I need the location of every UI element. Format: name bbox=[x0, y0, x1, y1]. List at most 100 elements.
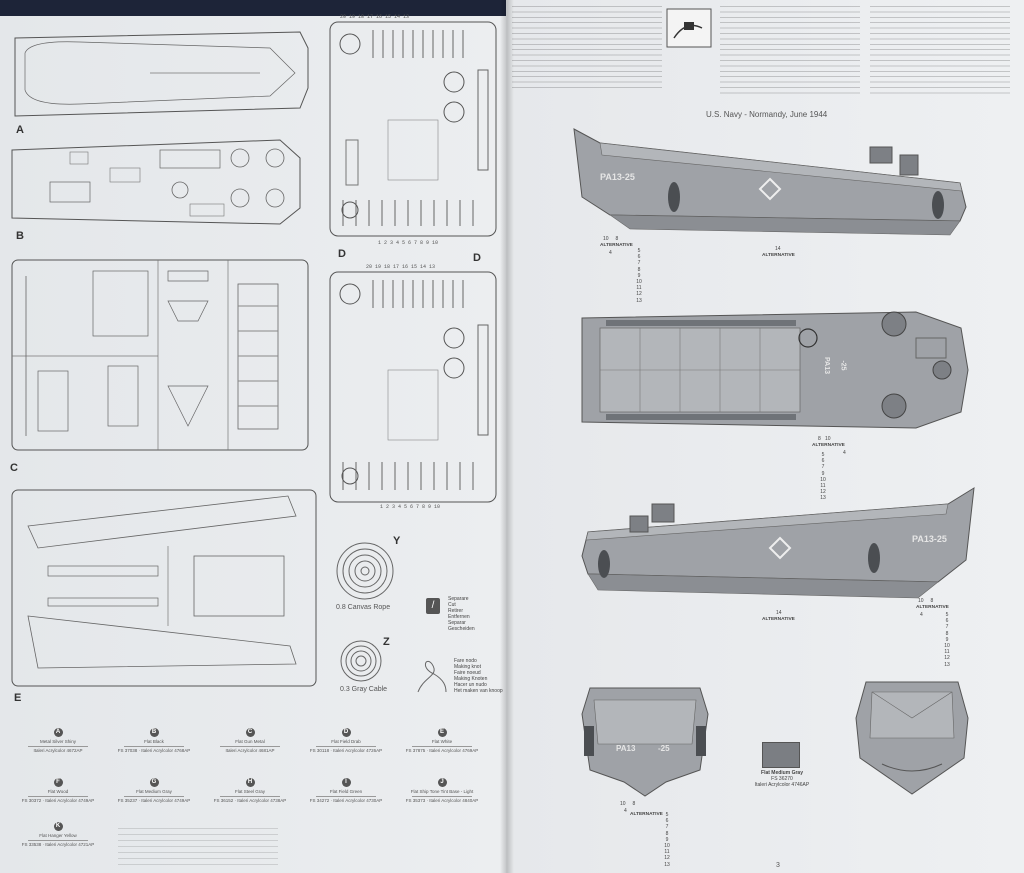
alt-label-side1-center: ALTERNATIVE bbox=[762, 253, 795, 258]
boat-front-view bbox=[581, 687, 709, 797]
n: 6 bbox=[665, 818, 669, 825]
paint-code: H bbox=[245, 778, 255, 787]
paint-name: Flat Gun Metal bbox=[235, 739, 265, 744]
sheet-label-a: A bbox=[16, 124, 24, 136]
n: 12 bbox=[944, 655, 950, 662]
cut-line-5: Separar bbox=[448, 620, 466, 626]
sprue-d-drawing-1 bbox=[329, 21, 497, 237]
swatch-name: Flat Medium Gray bbox=[761, 770, 803, 776]
paint-name: Flat Wood bbox=[47, 789, 69, 794]
boat-side-view-1 bbox=[573, 128, 967, 236]
knot-instruction-text: Fare nodo Making knot Faire noeud Making… bbox=[454, 658, 503, 694]
knot-line-4: Making Knoten bbox=[454, 676, 488, 682]
paint-ref: FS 37038 · Italeri Acrylcolor 4768AP bbox=[117, 747, 191, 753]
paint-name: Flat Field Drab bbox=[331, 739, 361, 744]
n: 9 bbox=[821, 470, 825, 477]
hull-code-side-2: PA13-25 bbox=[912, 534, 947, 544]
n: 7 bbox=[821, 464, 825, 471]
sprue-e-drawing bbox=[11, 489, 317, 687]
n: 7 bbox=[945, 624, 949, 631]
sheet-label-b: B bbox=[16, 230, 24, 242]
paint-code: J bbox=[437, 778, 447, 787]
knot-line-3: Faire noeud bbox=[454, 670, 481, 676]
alt-label-side2-center: ALTERNATIVE bbox=[762, 617, 795, 622]
sheet-label-c: C bbox=[10, 462, 18, 474]
n: 8 bbox=[665, 830, 669, 837]
cut-instruction-text: Separare Cut Retirer Entfernen Separar G… bbox=[448, 596, 475, 632]
n: 11 bbox=[820, 483, 826, 490]
paint-name: Flat Medium Gray bbox=[136, 789, 172, 794]
n: 11 bbox=[944, 649, 950, 656]
hull-code-front-a: PA13 bbox=[616, 744, 636, 753]
paint-code: A bbox=[53, 728, 63, 737]
alt-label-top: ALTERNATIVE bbox=[812, 443, 845, 448]
paint-code: K bbox=[53, 822, 63, 831]
paint-name: Metal Silver Shiny bbox=[39, 739, 76, 744]
scheme-title: U.S. Navy - Normandy, June 1944 bbox=[706, 110, 828, 119]
paint-code: G bbox=[149, 778, 159, 787]
knot-line-2: Making knot bbox=[454, 664, 481, 670]
callout-side1-center: 14 bbox=[775, 246, 781, 252]
n: 10 bbox=[664, 843, 670, 850]
sprue-numbers-bottom-2: 1 2 3 4 5 6 7 8 9 10 bbox=[380, 504, 441, 510]
gray-cable-coil bbox=[340, 640, 382, 682]
paint-code: F bbox=[53, 778, 63, 787]
cut-line-3: Retirer bbox=[448, 608, 464, 614]
sprue-numbers-top-2: 20 19 18 17 16 15 14 13 bbox=[366, 264, 436, 270]
paint-d: D Flat Field Drab FS 30118 · Italeri Acryl… bbox=[298, 728, 394, 753]
sprue-a-drawing bbox=[14, 31, 309, 117]
paint-notes-block bbox=[118, 828, 278, 868]
book-spine bbox=[500, 0, 514, 873]
callout-top-alt: 4 bbox=[843, 450, 846, 456]
paint-ref: Italeri Acrylcolor 4681AP bbox=[225, 747, 275, 753]
paint-ref: FS 34272 · Italeri Acrylcolor 4730AP bbox=[309, 797, 383, 803]
paint-ref: FS 33538 · Italeri Acrylcolor 4721AP bbox=[21, 841, 95, 847]
decal-instructions-text-3 bbox=[870, 6, 1010, 94]
paint-name: Flat White bbox=[431, 739, 453, 744]
n: 6 bbox=[945, 618, 949, 625]
n: 11 bbox=[636, 285, 642, 292]
n: 12 bbox=[820, 489, 826, 496]
callout-top: 8 10 bbox=[818, 436, 831, 442]
sprue-b-drawing bbox=[11, 139, 301, 225]
n: 9 bbox=[945, 636, 949, 643]
callout-side2-center: 14 bbox=[776, 610, 782, 616]
paint-ref: FS 30118 · Italeri Acrylcolor 4726AP bbox=[309, 747, 383, 753]
sprue-numbers-bottom-1: 1 2 3 4 5 6 7 8 9 10 bbox=[378, 240, 439, 246]
cut-line-4: Entfernen bbox=[448, 614, 470, 620]
paint-ref: FS 35373 · Italeri Acrylcolor 4840AP bbox=[405, 797, 479, 803]
alt-label-front: ALTERNATIVE bbox=[630, 812, 663, 817]
sprue-numbers-top-1: 20 19 18 17 16 15 14 13 bbox=[340, 14, 410, 20]
decal-instructions-text-2 bbox=[720, 6, 860, 94]
n: 12 bbox=[636, 291, 642, 298]
paint-ref: Italeri Acrylcolor 4672AP bbox=[33, 747, 83, 753]
part-label-y: Y bbox=[393, 535, 401, 547]
part-label-z: Z bbox=[383, 636, 390, 648]
left-instruction-page bbox=[0, 16, 512, 873]
page-number: 3 bbox=[776, 862, 780, 869]
swatch-brand: Italeri Acrylcolor 4746AP bbox=[754, 782, 810, 788]
paint-code: D bbox=[341, 728, 351, 737]
swatch-ref: FS 36270 bbox=[771, 776, 793, 782]
sprue-c-drawing bbox=[11, 259, 309, 451]
hull-code-top-b: -25 bbox=[839, 360, 847, 371]
color-swatch bbox=[762, 742, 800, 768]
n: 6 bbox=[821, 458, 825, 465]
paint-code: B bbox=[149, 728, 159, 737]
n: 13 bbox=[820, 495, 826, 502]
paint-name: Flat Field Green bbox=[329, 789, 363, 794]
decal-application-icon bbox=[666, 8, 712, 48]
paint-name: Flat Steel Gray bbox=[234, 789, 265, 794]
alt-label-side2-right: ALTERNATIVE bbox=[916, 605, 949, 610]
n: 5 bbox=[945, 612, 949, 618]
callout-side1-left: 10 8 bbox=[603, 236, 619, 242]
